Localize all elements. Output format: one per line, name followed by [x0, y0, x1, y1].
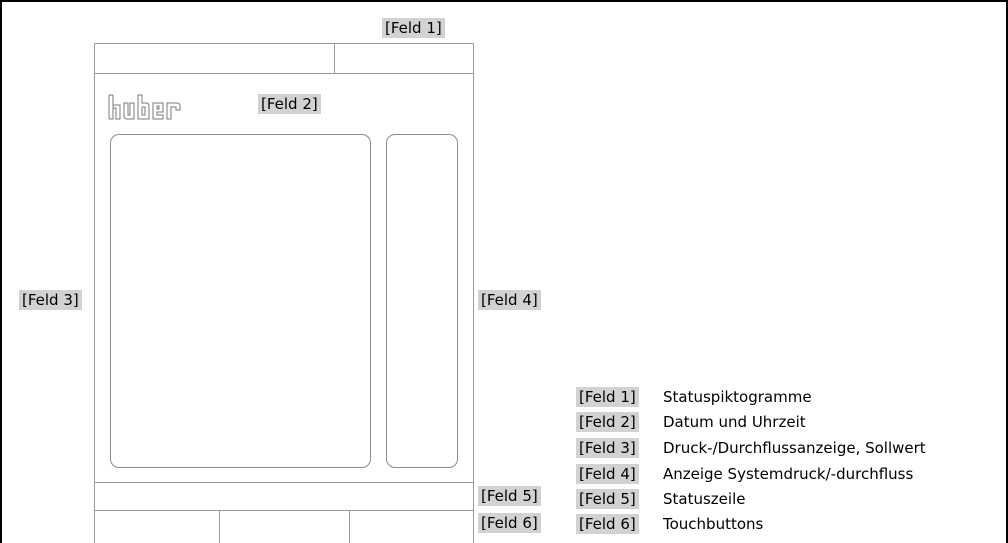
status-line-bottom [94, 510, 474, 511]
legend-tag: [Feld 6] [576, 514, 639, 534]
status-bar-split [334, 43, 335, 74]
field-label-4: [Feld 4] [478, 290, 541, 310]
system-pressure-panel [386, 134, 458, 468]
field-label-3: [Feld 3] [19, 290, 82, 310]
touch-button-divider-1 [219, 510, 220, 543]
legend-description: Touchbuttons [663, 515, 764, 533]
screen-border-right [473, 43, 474, 543]
field-label-2: [Feld 2] [258, 94, 321, 114]
legend-tag: [Feld 3] [576, 438, 639, 458]
field-label-6: [Feld 6] [478, 513, 541, 533]
legend-description: Druck-/Durchflussanzeige, Sollwert [663, 439, 926, 457]
legend-description: Statuspiktogramme [663, 388, 812, 406]
status-bar-divider [94, 73, 474, 74]
legend-description: Anzeige Systemdruck/-durchfluss [663, 465, 914, 483]
huber-logo [108, 94, 181, 120]
pressure-flow-panel [110, 134, 371, 468]
legend-description: Statuszeile [663, 490, 746, 508]
touch-button-divider-2 [349, 510, 350, 543]
screen-border-top [94, 43, 474, 44]
legend-tag: [Feld 5] [576, 489, 639, 509]
legend-tag: [Feld 1] [576, 387, 639, 407]
field-label-1: [Feld 1] [382, 18, 445, 38]
field-label-5: [Feld 5] [478, 486, 541, 506]
legend-tag: [Feld 4] [576, 464, 639, 484]
screen-border-left [94, 43, 95, 543]
legend-tag: [Feld 2] [576, 412, 639, 432]
legend-description: Datum und Uhrzeit [663, 413, 806, 431]
status-line-top [94, 482, 474, 483]
